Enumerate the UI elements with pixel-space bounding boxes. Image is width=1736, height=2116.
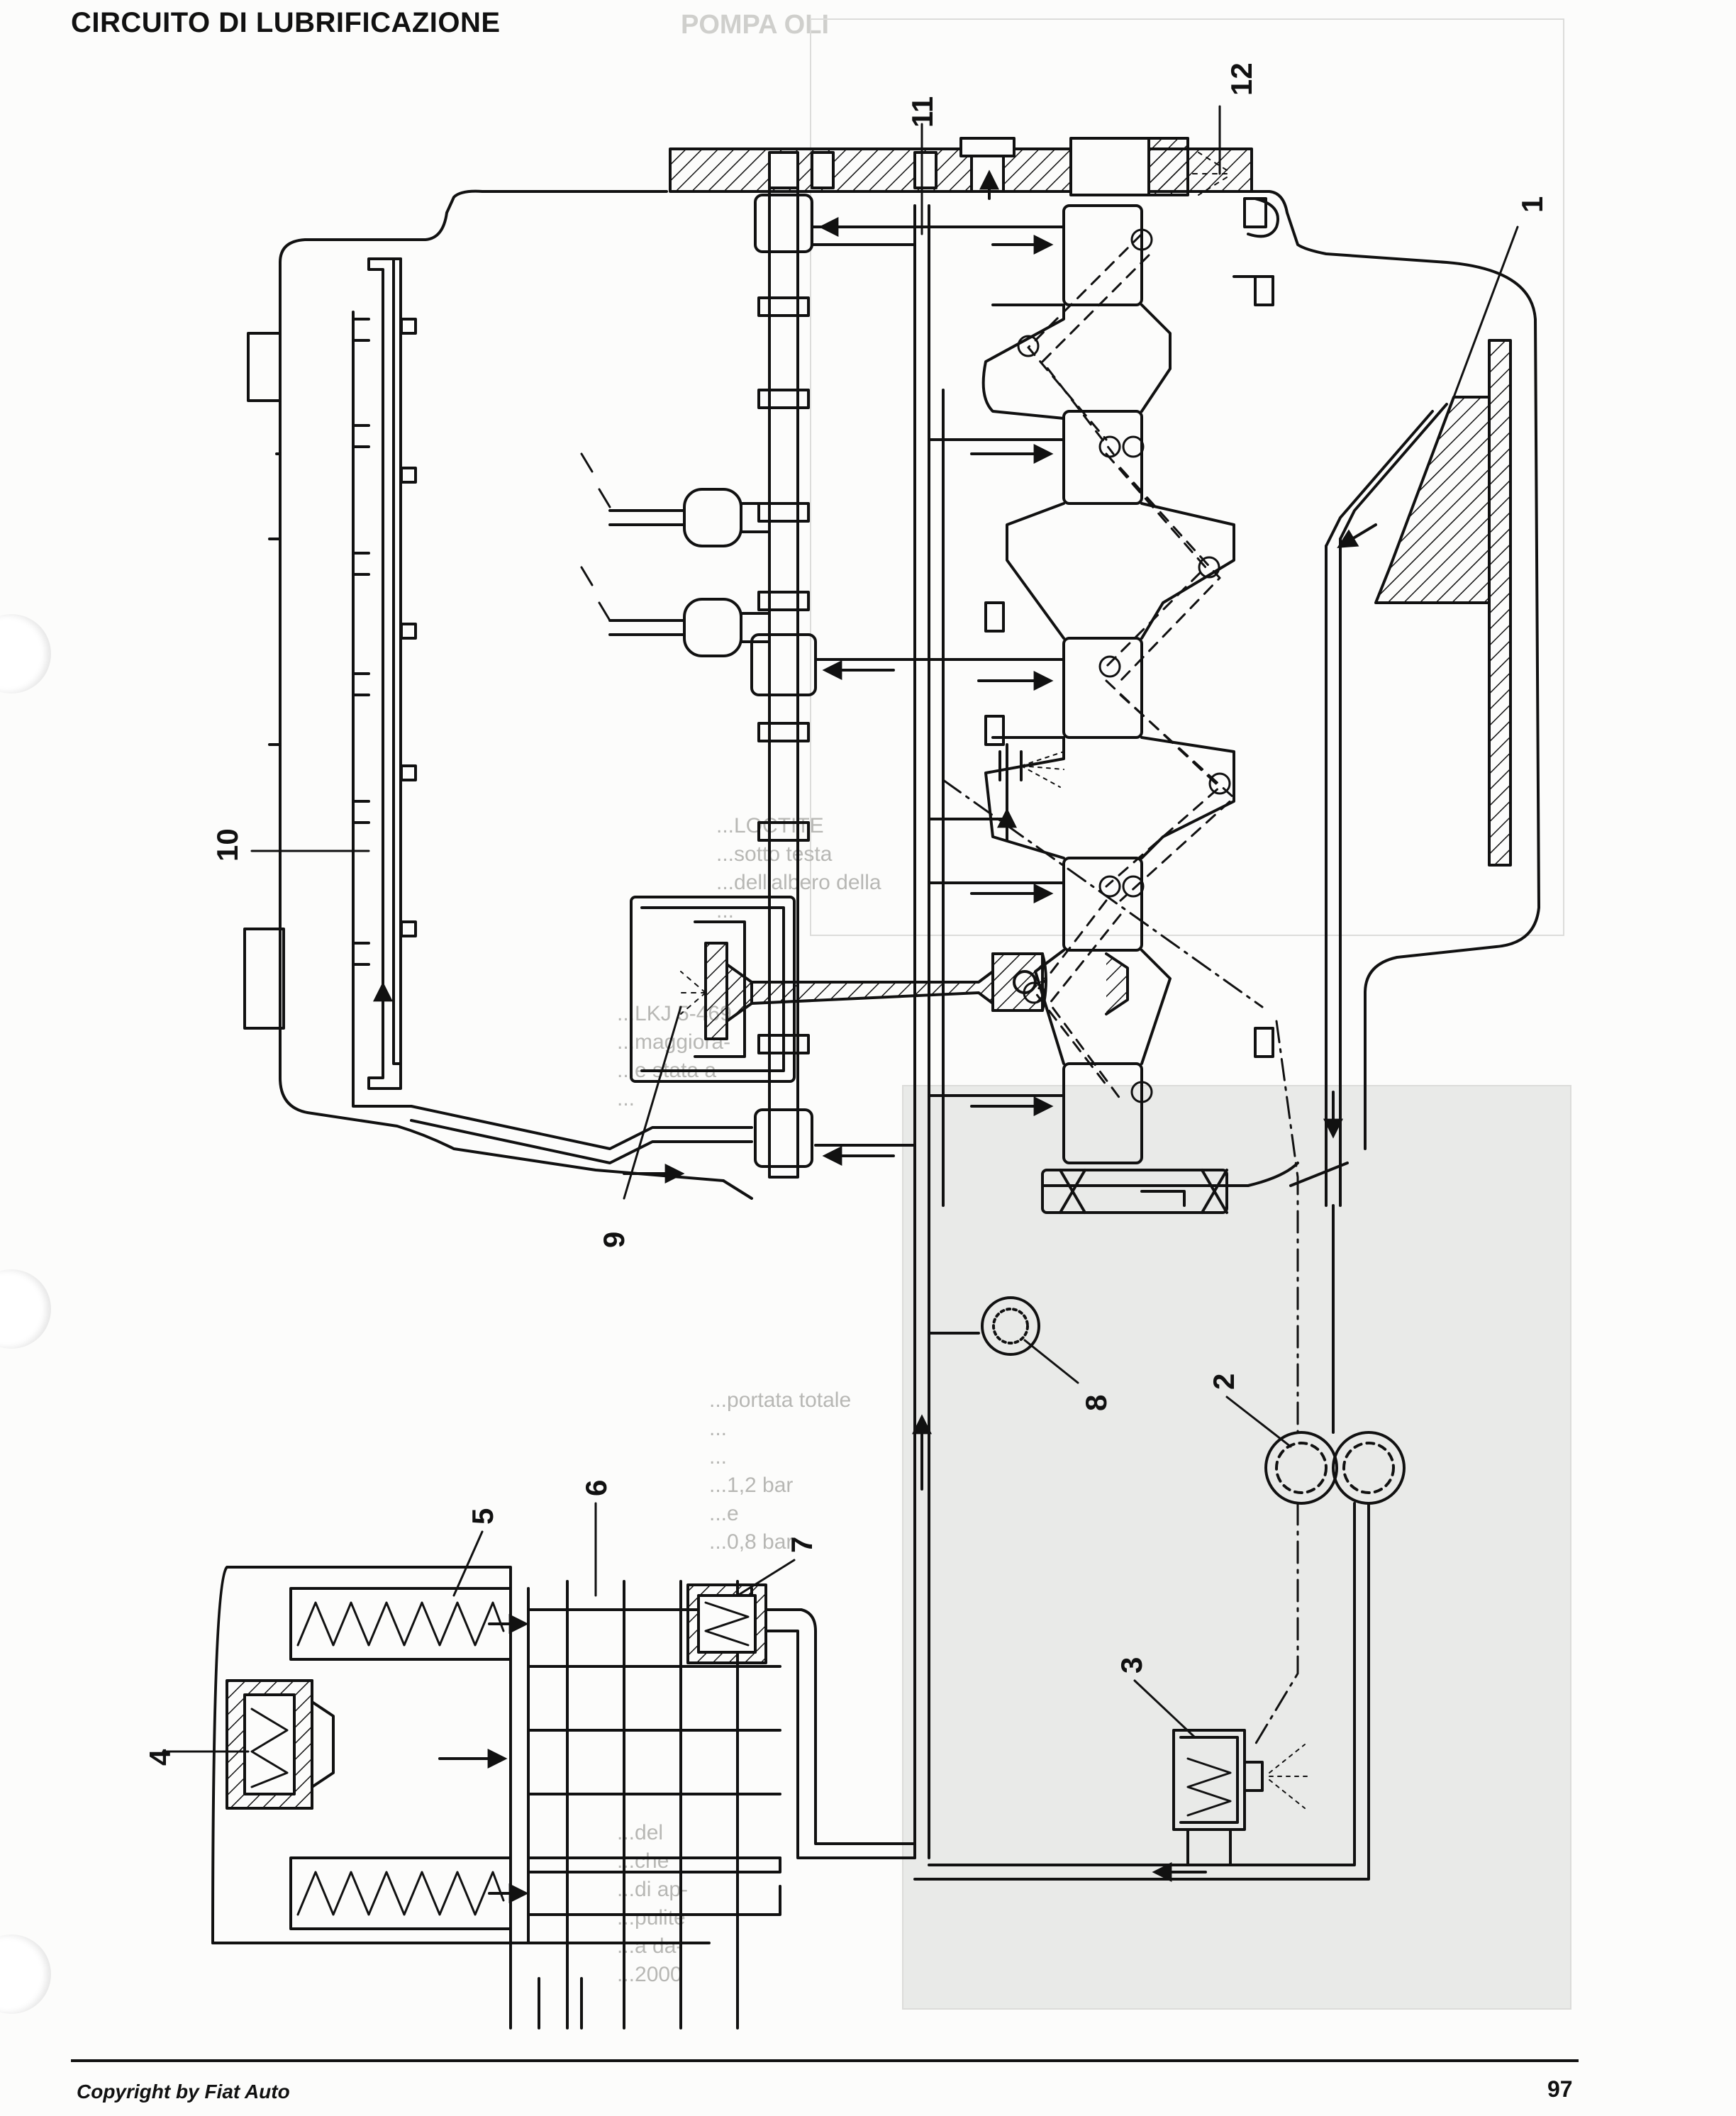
callout-12: 12 (1225, 62, 1258, 96)
crankshaft-oil-drillings (1027, 233, 1235, 1101)
engine-block-outline (247, 189, 1540, 1200)
callout-2: 2 (1207, 1374, 1240, 1390)
callout-5: 5 (466, 1508, 499, 1525)
callout-3: 3 (1115, 1657, 1148, 1674)
rocker-oil-gallery (243, 257, 417, 1108)
piston-assembly (630, 896, 1129, 1083)
crankshaft (981, 197, 1274, 1214)
show-through-title: POMPA OLI (681, 10, 829, 40)
oil-sump-strainer (1187, 152, 1512, 1207)
show-through-text-3: ...portata totale ... ... ...1,2 bar ...… (709, 1388, 852, 1554)
oil-pump (913, 1204, 1406, 1882)
page-title: CIRCUITO DI LUBRIFICAZIONE (71, 7, 501, 38)
callout-1: 1 (1515, 196, 1549, 213)
main-oil-gallery (811, 204, 1065, 1859)
pressure-relief-valve (1172, 1729, 1313, 1866)
callout-4: 4 (143, 1749, 177, 1766)
copyright-text: Copyright by Fiat Auto (77, 2081, 290, 2103)
page-number: 97 (1547, 2076, 1573, 2102)
show-through-panel-bottom (902, 1085, 1571, 2010)
callout-10: 10 (211, 828, 244, 862)
camshaft (580, 169, 817, 1179)
oil-return-path (942, 779, 1299, 1746)
callout-8: 8 (1079, 1395, 1113, 1411)
callout-9: 9 (597, 1232, 630, 1248)
callout-11: 11 (906, 96, 939, 128)
callout-6: 6 (579, 1480, 613, 1496)
callout-labels: 1 2 3 4 5 6 7 8 9 10 11 12 (143, 62, 1549, 1766)
footer-rule (71, 2059, 1579, 2062)
head-feed-pipe (410, 1105, 753, 1184)
oil-filter (211, 1566, 916, 2029)
leader-lines (162, 105, 1519, 1753)
callout-7: 7 (785, 1537, 818, 1553)
show-through-panel-top (810, 18, 1564, 936)
timing-gear-housing (669, 137, 1253, 200)
